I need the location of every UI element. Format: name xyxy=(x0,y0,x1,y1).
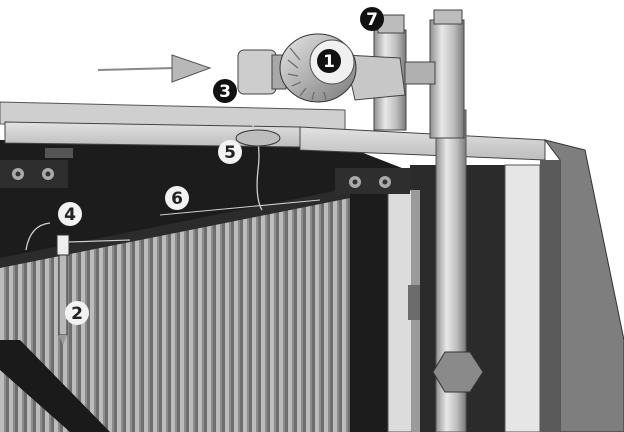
callout-2-label: 2 xyxy=(71,304,83,324)
valve-assembly xyxy=(237,9,465,139)
callout-3: 3 xyxy=(213,79,237,103)
callout-4: 4 xyxy=(58,202,82,226)
callout-1: 1 xyxy=(317,49,341,73)
callout-2: 2 xyxy=(65,301,89,325)
left-mount-block xyxy=(0,148,73,188)
callout-5-label: 5 xyxy=(224,143,236,163)
callout-6-label: 6 xyxy=(171,189,183,209)
callout-1-label: 1 xyxy=(323,52,335,72)
callout-5: 5 xyxy=(218,140,242,164)
frame-strut xyxy=(0,340,110,432)
right-housing xyxy=(387,139,624,432)
pipe-hex-nut xyxy=(432,351,484,393)
callout-7-label: 7 xyxy=(366,10,378,30)
callout-3-label: 3 xyxy=(219,82,231,102)
radiator-fins xyxy=(0,188,350,432)
right-mount-block xyxy=(335,168,410,194)
callout-4-label: 4 xyxy=(64,205,76,225)
callout-7: 7 xyxy=(360,7,384,31)
flow-arrow xyxy=(97,54,212,83)
sensor-probe xyxy=(25,222,131,345)
sensor-housing xyxy=(235,129,281,147)
callout-6: 6 xyxy=(165,186,189,210)
